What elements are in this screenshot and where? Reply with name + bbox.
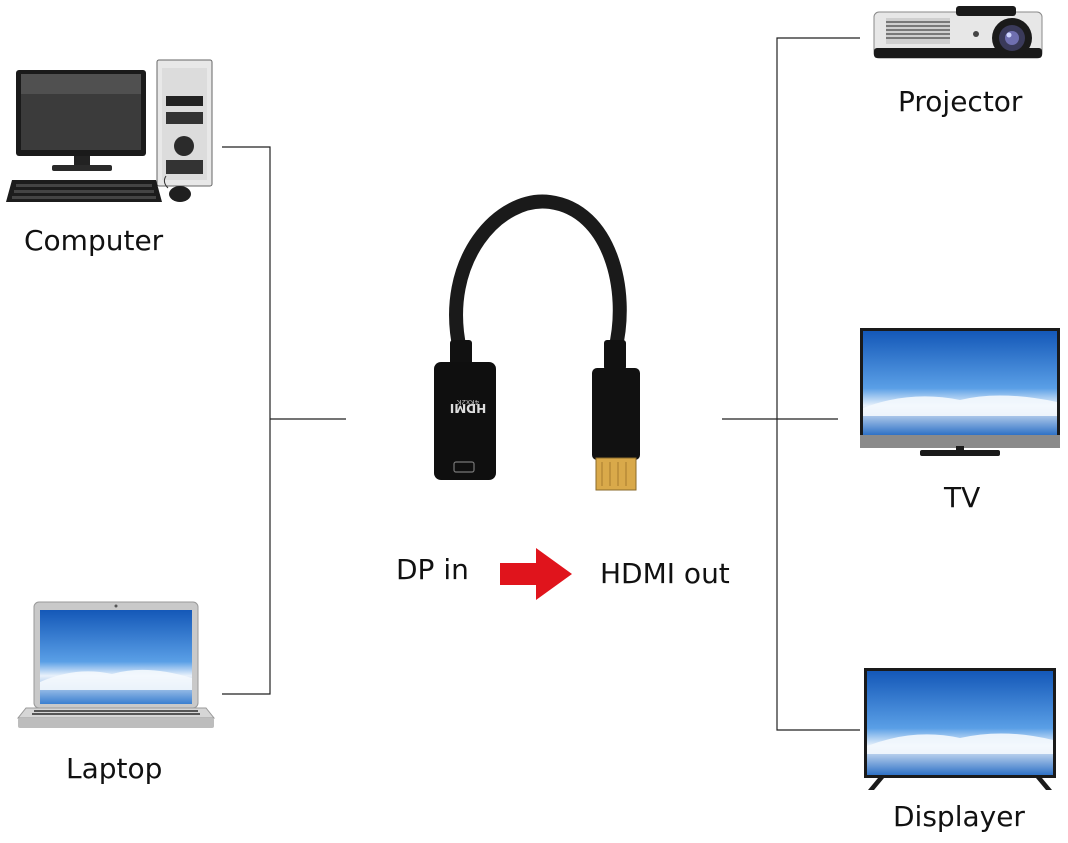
dp-in-label: DP in — [396, 553, 469, 586]
hdmi-port-icon — [453, 461, 475, 473]
tv-icon — [860, 328, 1060, 456]
hdmi-text: HDMI — [450, 401, 486, 415]
adapter-device: HDMI 4Kx2K — [420, 190, 660, 500]
desktop-computer-icon — [6, 59, 213, 202]
computer-connector-line — [222, 146, 271, 695]
displayer-device — [864, 668, 1056, 792]
dp-to-hdmi-adapter-icon: HDMI 4Kx2K — [434, 194, 640, 491]
output-bus-line — [776, 37, 860, 731]
hdmi-sub-text: 4Kx2K — [456, 398, 479, 406]
computer-device — [2, 58, 217, 210]
hdmi-out-label: HDMI out — [600, 557, 730, 590]
tv-label: TV — [944, 481, 981, 514]
laptop-device — [16, 600, 216, 732]
displayer-label: Displayer — [893, 800, 1025, 833]
right-arrow-icon — [500, 548, 572, 600]
computer-label: Computer — [24, 224, 164, 257]
projector-label: Projector — [898, 85, 1023, 118]
projector-icon — [873, 6, 1043, 59]
tv-device — [860, 328, 1060, 460]
laptop-icon — [16, 601, 216, 728]
laptop-label: Laptop — [66, 752, 163, 785]
monitor-icon — [864, 668, 1056, 790]
projector-device — [872, 4, 1048, 66]
